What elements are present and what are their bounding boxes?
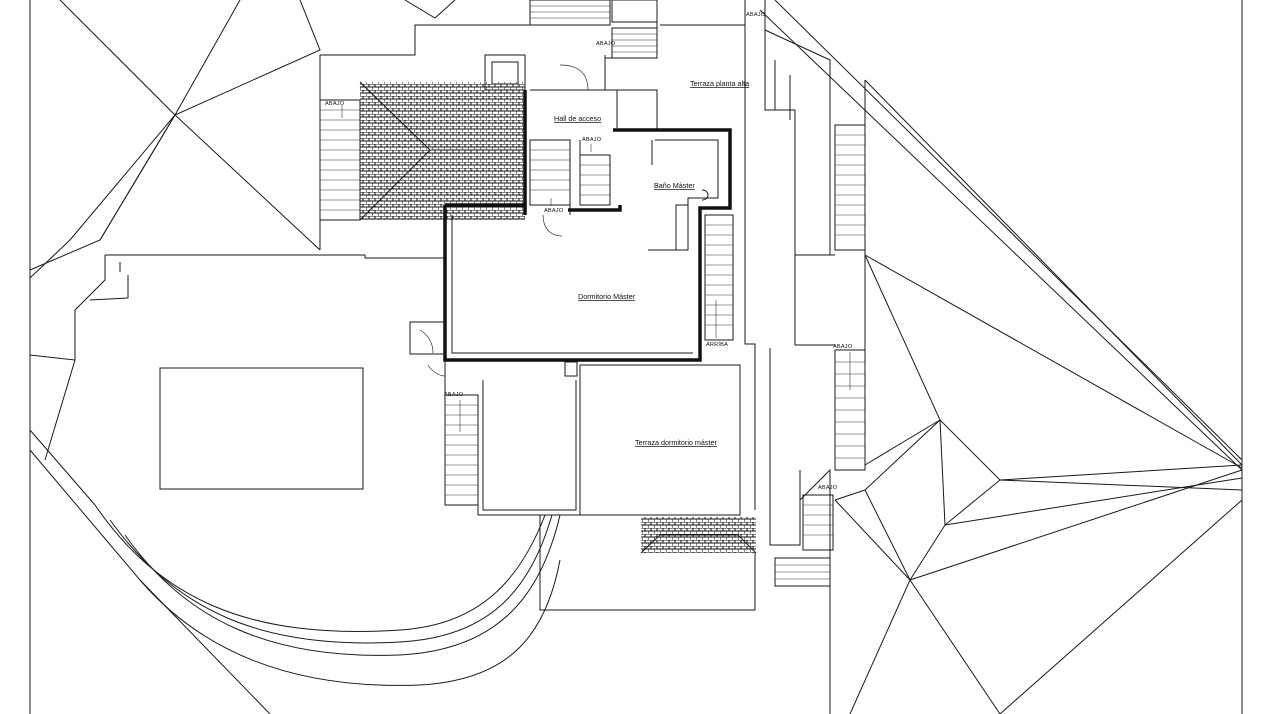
stair-mark-abajo-left: ABAJO xyxy=(325,101,345,107)
bedroom-terrace xyxy=(444,360,756,611)
tiled-roof-bottom xyxy=(640,517,757,554)
label-bath: Baño Máster xyxy=(654,181,695,190)
label-upper-terrace: Terraza planta alta xyxy=(690,79,749,88)
room-labels: Hall de acceso Baño Máster Dormitorio Má… xyxy=(554,79,749,447)
driveway-arcs xyxy=(94,504,561,686)
pool xyxy=(159,367,364,490)
stair-mark-abajo-right-low: ABAJO xyxy=(818,485,838,491)
tiled-roof-left xyxy=(359,81,525,221)
pool-area xyxy=(74,254,445,490)
label-bedroom-terrace: Terraza dormitorio máster xyxy=(635,438,717,447)
upper-terrace xyxy=(605,0,756,510)
label-bedroom: Dormitorio Máster xyxy=(578,292,636,301)
left-garden xyxy=(29,0,321,714)
right-structure xyxy=(764,0,866,714)
house-walls xyxy=(443,55,732,362)
stair-mark-arriba: ARRIBA xyxy=(706,342,728,348)
stairs-left-upper xyxy=(319,99,361,221)
stair-mark-abajo-hall-low: ABAJO xyxy=(544,208,564,214)
stair-mark-abajo-terrace: ABAJO xyxy=(444,392,464,398)
stair-markers: ABAJO ABAJO ABAJO ABAJO ARRIBA ABAJO ABA… xyxy=(325,12,853,491)
stair-mark-abajo-top: ABAJO xyxy=(596,41,616,47)
stairs-right-house xyxy=(704,214,734,341)
stair-mark-abajo-right-mid: ABAJO xyxy=(833,344,853,350)
right-garden xyxy=(759,0,1243,714)
stairs-terrace-left xyxy=(444,394,479,506)
stairs-hall xyxy=(529,139,611,206)
doors xyxy=(409,64,589,377)
stair-mark-abajo-right-top: ABAJO xyxy=(746,12,766,18)
sheet-border xyxy=(29,0,1243,714)
stairs-top xyxy=(529,0,658,59)
label-hall: Hall de acceso xyxy=(554,114,601,123)
stair-mark-abajo-hall: ABAJO xyxy=(582,137,602,143)
